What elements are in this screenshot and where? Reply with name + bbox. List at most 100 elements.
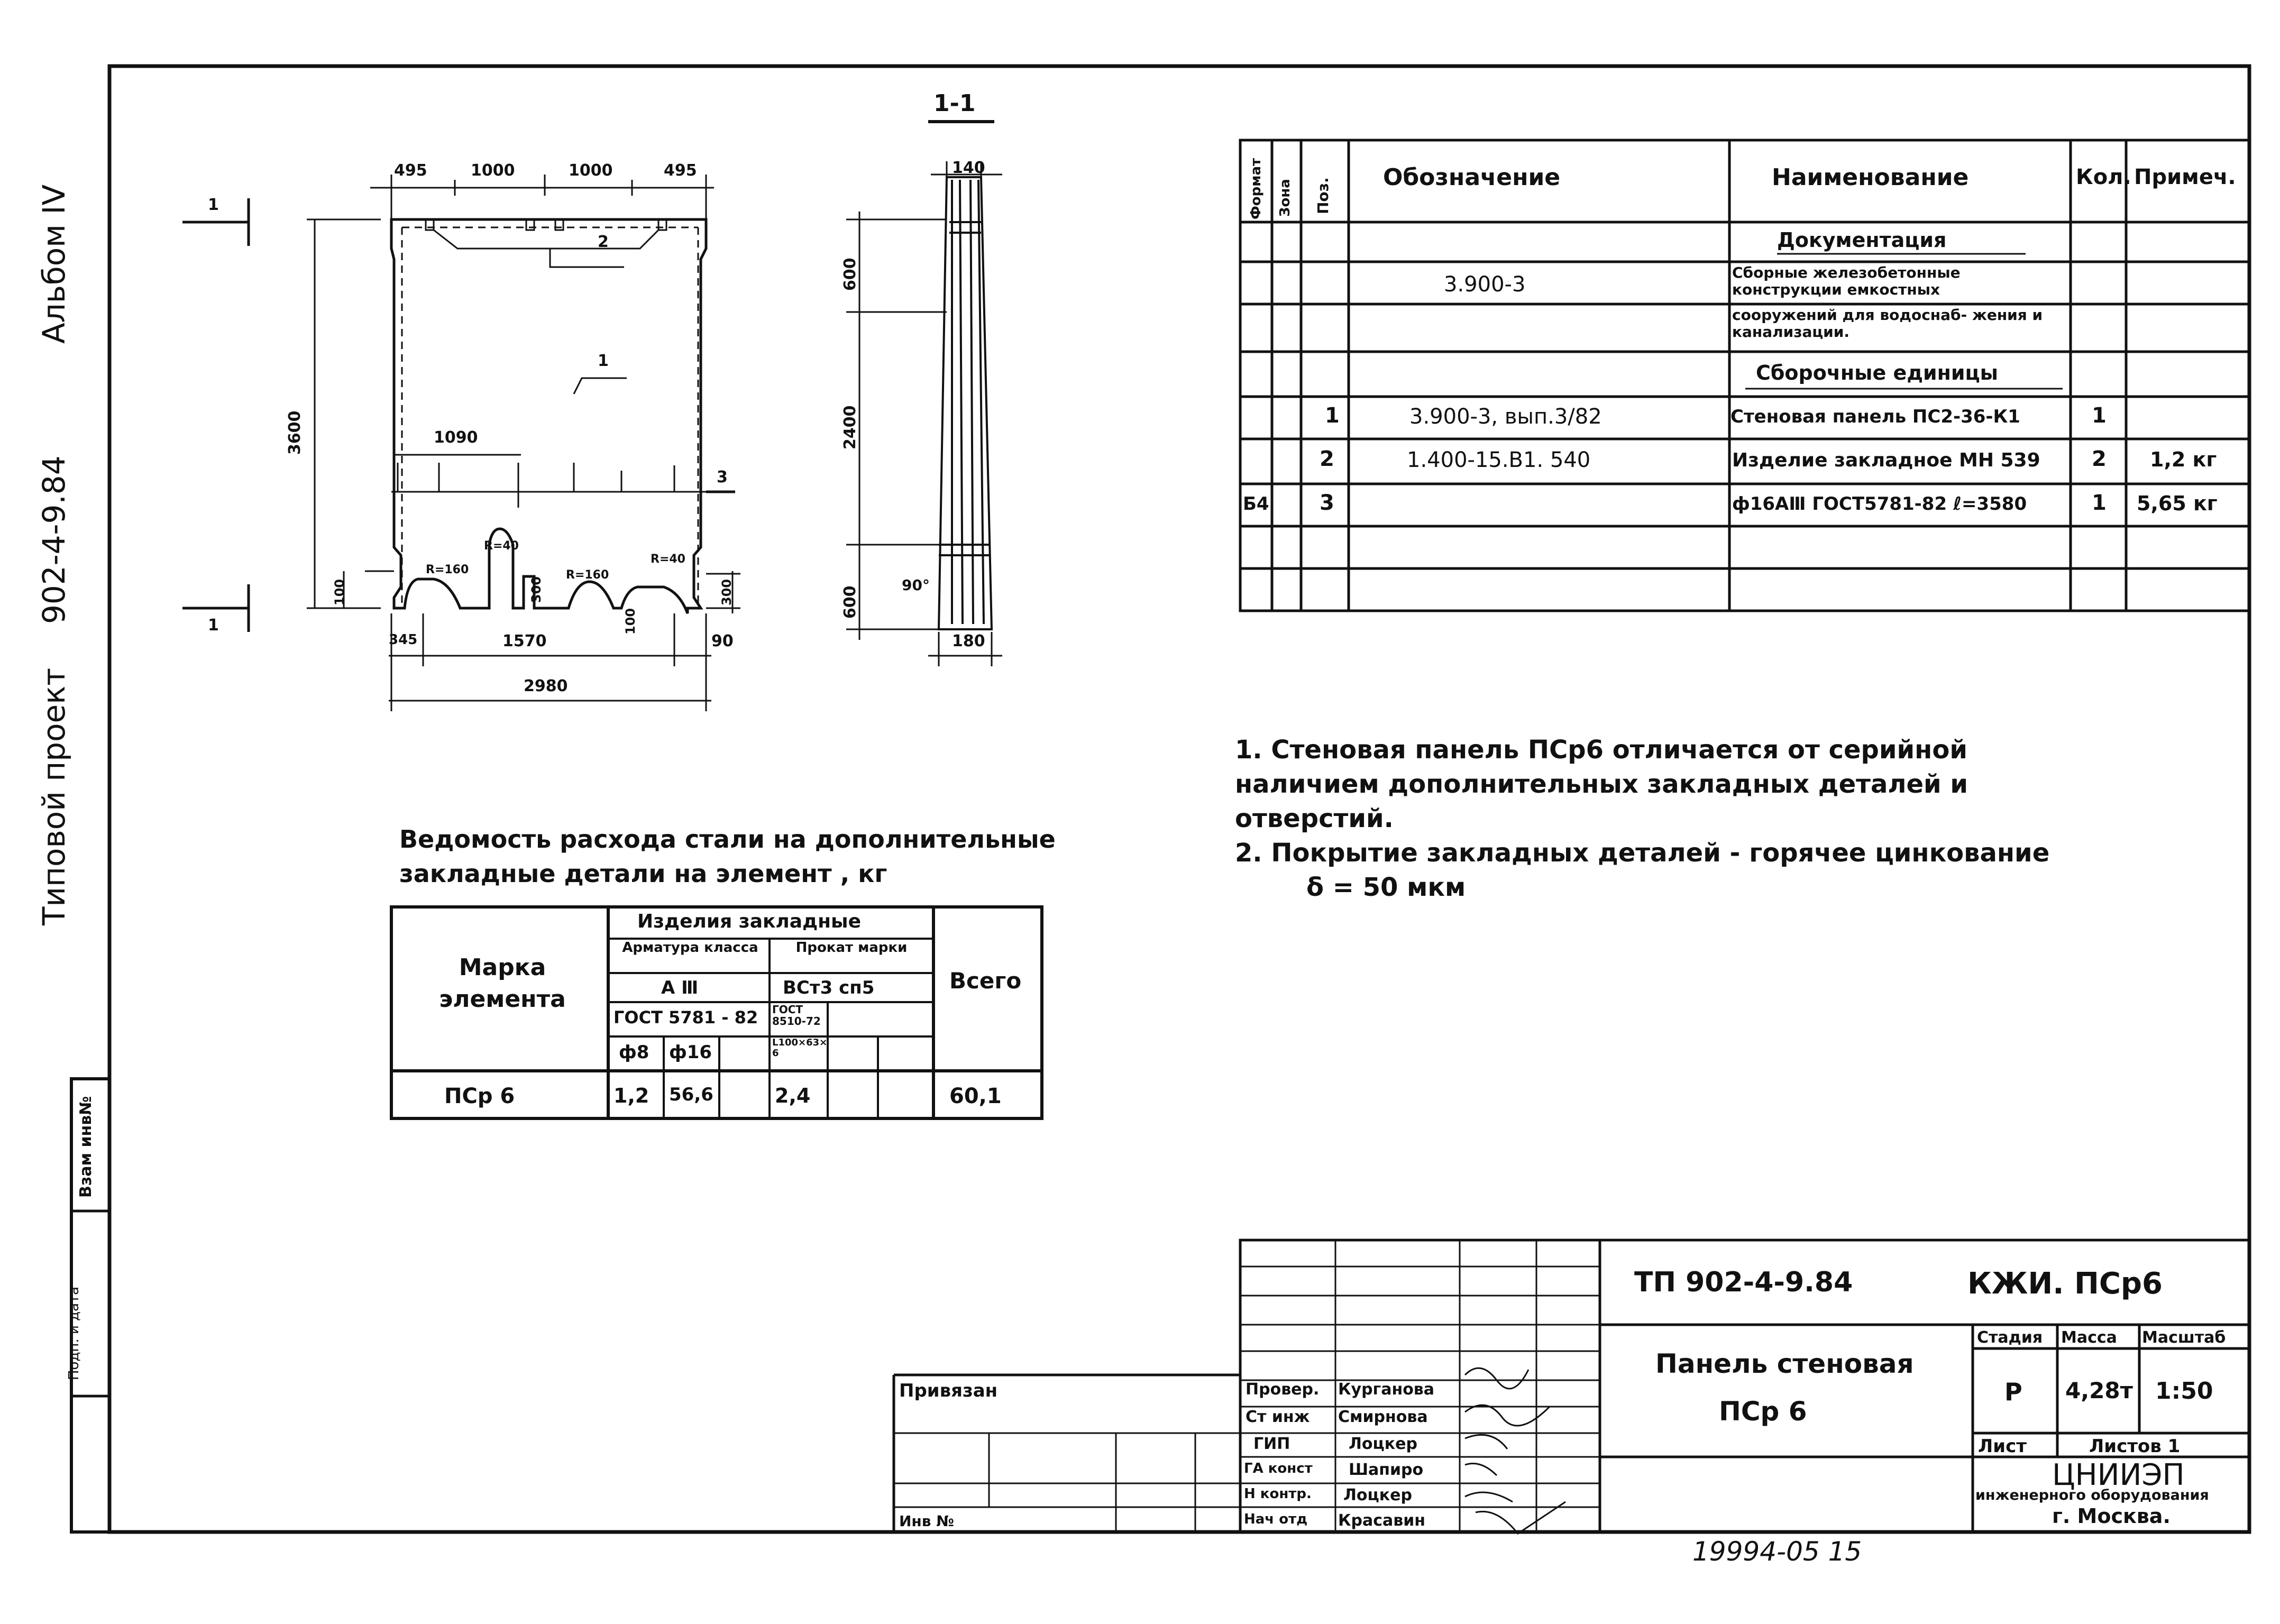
dim-r40b: R=40: [651, 553, 685, 566]
role-2: Ст инж: [1246, 1408, 1310, 1426]
project-label: Типовой проект: [36, 667, 72, 925]
section-label: 1-1: [933, 90, 976, 117]
project-number: 902-4-9.84: [36, 455, 72, 624]
title-doc: КЖИ. ПСр6: [1967, 1267, 2163, 1301]
title-stage-header: Стадия: [1977, 1328, 2043, 1347]
spec-header-qty: Кол.: [2076, 165, 2131, 189]
cut-mark-bottom: 1: [208, 616, 219, 635]
person-5: Лоцкер: [1343, 1486, 1412, 1504]
spec-row2-code: 1.400-15.В1. 540: [1407, 448, 1591, 472]
spec-row1-qty: 1: [2092, 403, 2107, 428]
dim-height: 3600: [286, 410, 304, 455]
steel-row-mark: ПСр 6: [444, 1084, 515, 1108]
title-stage: Р: [2004, 1378, 2022, 1406]
role-5: Н контр.: [1244, 1486, 1312, 1502]
person-6: Красавин: [1338, 1511, 1425, 1530]
dim-bottom-3: 90: [711, 632, 734, 650]
bottom-stamp: 19994-05 15: [1692, 1536, 1862, 1567]
steel-row-v1: 1,2: [614, 1084, 649, 1107]
spec-row3-name: ф16АⅢ ГОСТ5781-82 ℓ=3580: [1732, 493, 2027, 515]
spec-header-zone: Зона: [1277, 179, 1293, 217]
spec-row1-name: Стеновая панель ПС2-36-К1: [1730, 406, 2020, 427]
role-6: Нач отд: [1244, 1511, 1308, 1527]
side-dim-2400: 2400: [841, 405, 859, 450]
person-3: Лоцкер: [1349, 1435, 1417, 1453]
title-code: ТП 902-4-9.84: [1634, 1267, 1853, 1298]
spec-header-pos: Поз.: [1314, 177, 1332, 214]
steel-title-2: закладные детали на элемент , кг: [399, 859, 887, 888]
dim-top-2: 1000: [471, 161, 515, 180]
steel-grade-vst: ВСт3 сп5: [783, 977, 875, 998]
steel-title-1: Ведомость расхода стали на дополнительны…: [399, 825, 1056, 854]
note-line-1: 1. Стеновая панель ПСр6 отличается от се…: [1235, 735, 1967, 765]
role-1: Провер.: [1246, 1380, 1320, 1399]
steel-dia-8: ф8: [619, 1042, 649, 1063]
vzam-label: Взам инв№: [77, 1096, 95, 1198]
spec-row2-qty: 2: [2092, 447, 2107, 471]
spec-header-format: Формат: [1248, 158, 1264, 219]
position-2: 2: [598, 233, 609, 251]
title-sheet: Лист: [1978, 1436, 2027, 1457]
spec-section-assembly: Сборочные единицы: [1756, 361, 1999, 384]
spec-header-note: Примеч.: [2134, 165, 2236, 189]
title-scale: 1:50: [2155, 1378, 2213, 1405]
spec-section-doc: Документация: [1777, 228, 1947, 252]
steel-total-header: Всего: [949, 968, 1022, 994]
dim-1090: 1090: [434, 428, 478, 447]
steel-prokat-header: Прокат марки: [795, 940, 908, 956]
spec-row3-qty: 1: [2092, 491, 2107, 515]
title-sheets: Листов 1: [2089, 1436, 2181, 1457]
position-1: 1: [598, 352, 609, 370]
spec-doc-code: 3.900-3: [1444, 272, 1526, 297]
podp-label: Подп. и дата: [66, 1286, 82, 1380]
steel-dia-16: ф16: [669, 1042, 712, 1063]
spec-header-name: Наименование: [1772, 164, 1969, 191]
title-mass: 4,28т: [2065, 1378, 2133, 1403]
org-name: ЦНИИЭП: [2052, 1458, 2185, 1492]
note-line-4: 2. Покрытие закладных деталей - горячее …: [1235, 838, 2050, 868]
dim-300b: 300: [719, 579, 734, 605]
role-3: ГИП: [1253, 1435, 1290, 1453]
org-subtitle: инженерного оборудования: [1975, 1487, 2209, 1503]
person-1: Курганова: [1338, 1380, 1435, 1399]
spec-row2-pos: 2: [1320, 447, 1334, 471]
dim-100: 100: [332, 579, 347, 605]
dim-bottom-1: 345: [389, 632, 418, 648]
side-dim-600a: 600: [841, 258, 859, 291]
role-4: ГА конст: [1244, 1461, 1313, 1476]
note-line-2: наличием дополнительных закладных детале…: [1235, 769, 1968, 799]
spec-row2-name: Изделие закладное МН 539: [1732, 449, 2040, 471]
side-angle: 90°: [902, 576, 930, 594]
dim-top-4: 495: [664, 161, 697, 180]
org-city: г. Москва.: [2052, 1504, 2171, 1528]
spec-row3-format: Б4: [1243, 493, 1269, 515]
dim-top-3: 1000: [569, 161, 613, 180]
side-dim-bottom: 180: [952, 632, 985, 650]
title-name-2: ПСр 6: [1719, 1396, 1807, 1427]
steel-row-v3: 2,4: [775, 1084, 811, 1107]
dim-r40a: R=40: [484, 539, 519, 553]
spec-row3-note: 5,65 кг: [2137, 492, 2218, 515]
side-dim-600b: 600: [841, 585, 859, 619]
inv-label: Инв №: [899, 1512, 954, 1530]
steel-angle-profile: L100×63× 6: [772, 1037, 828, 1059]
title-mass-header: Масса: [2061, 1328, 2117, 1347]
person-4: Шапиро: [1349, 1461, 1424, 1479]
note-line-3: отверстий.: [1235, 804, 1394, 833]
spec-doc-name-2: сооружений для водоснаб- жения и канализ…: [1732, 306, 2043, 341]
spec-row1-code: 3.900-3, вып.3/82: [1409, 405, 1602, 429]
title-name-1: Панель стеновая: [1655, 1348, 1914, 1379]
steel-gost-8510: ГОСТ 8510-72: [772, 1003, 821, 1027]
steel-row-total: 60,1: [949, 1084, 1002, 1108]
steel-mark-header: Марка элемента: [439, 954, 566, 1013]
privyazan-label: Привязан: [899, 1380, 998, 1401]
steel-items-header: Изделия закладные: [637, 911, 861, 932]
dim-total: 2980: [524, 677, 568, 695]
album-label: Альбом IV: [36, 184, 72, 344]
dim-r160a: R=160: [426, 563, 469, 576]
title-scale-header: Масштаб: [2142, 1328, 2226, 1347]
spec-doc-name-1: Сборные железобетонные конструкции емкос…: [1732, 264, 1961, 298]
steel-arm-header: Арматура класса: [622, 940, 758, 956]
cut-mark-top: 1: [208, 196, 219, 214]
